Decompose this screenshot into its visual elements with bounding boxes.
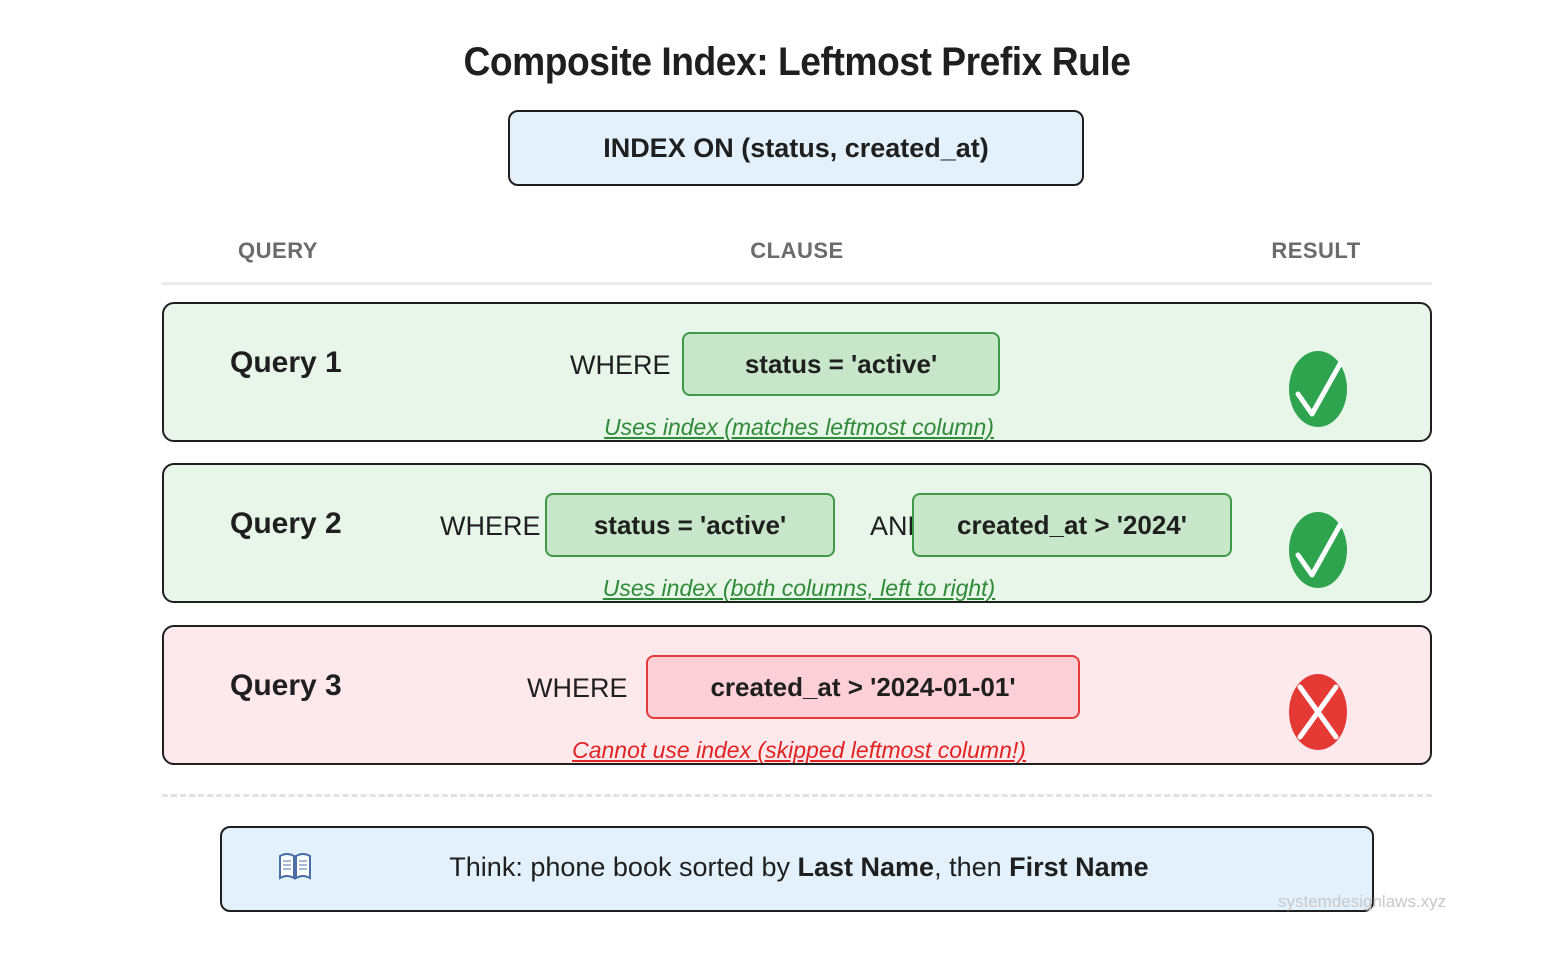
column-header-query: QUERY [238,238,318,263]
query-row-3: Query 3 WHERE created_at > '2024-01-01' … [162,625,1432,765]
clause-pill: created_at > '2024' [912,493,1232,557]
column-header-result: RESULT [1271,238,1361,263]
query-label: Query 1 [230,346,342,379]
tip-box: Think: phone book sorted by Last Name, t… [220,826,1374,912]
where-keyword: WHERE [440,511,541,541]
clause-pill: created_at > '2024-01-01' [646,655,1080,719]
index-definition-label: INDEX ON (status, created_at) [603,132,989,163]
clause-text: status = 'active' [593,509,787,540]
clause-text: created_at > '2024-01-01' [710,671,1016,702]
tip-prefix: Think: phone book sorted by [449,852,798,882]
column-header-clause: CLAUSE [750,238,844,263]
clause-text: created_at > '2024' [957,509,1187,540]
query-label: Query 2 [230,507,342,540]
query-note: Uses index (matches leftmost column) [604,414,994,440]
section-divider [162,794,1432,797]
query-label: Query 3 [230,669,342,702]
query-note: Uses index (both columns, left to right) [602,575,996,601]
watermark: systemdesignlaws.xyz [1278,892,1447,911]
tip-last-name: Last Name [797,852,935,882]
tip-middle: , then [934,852,1010,882]
clause-text: status = 'active' [744,348,938,379]
page-title: Composite Index: Leftmost Prefix Rule [463,40,1131,84]
where-keyword: WHERE [527,673,628,703]
clause-pill: status = 'active' [682,332,1000,396]
tip-first-name: First Name [1009,852,1149,882]
book-icon [279,853,311,880]
check-icon [1289,351,1347,427]
header-divider [162,282,1432,285]
query-row-1: Query 1 WHERE status = 'active' Uses ind… [162,302,1432,442]
check-icon [1289,512,1347,588]
query-note: Cannot use index (skipped leftmost colum… [572,737,1026,763]
tip-text: Think: phone book sorted by Last Name, t… [222,852,1376,883]
query-row-2: Query 2 WHERE status = 'active' AND crea… [162,463,1432,603]
where-keyword: WHERE [570,350,671,380]
clause-pill: status = 'active' [545,493,835,557]
index-definition-box: INDEX ON (status, created_at) [508,110,1084,186]
cross-icon [1289,674,1347,750]
